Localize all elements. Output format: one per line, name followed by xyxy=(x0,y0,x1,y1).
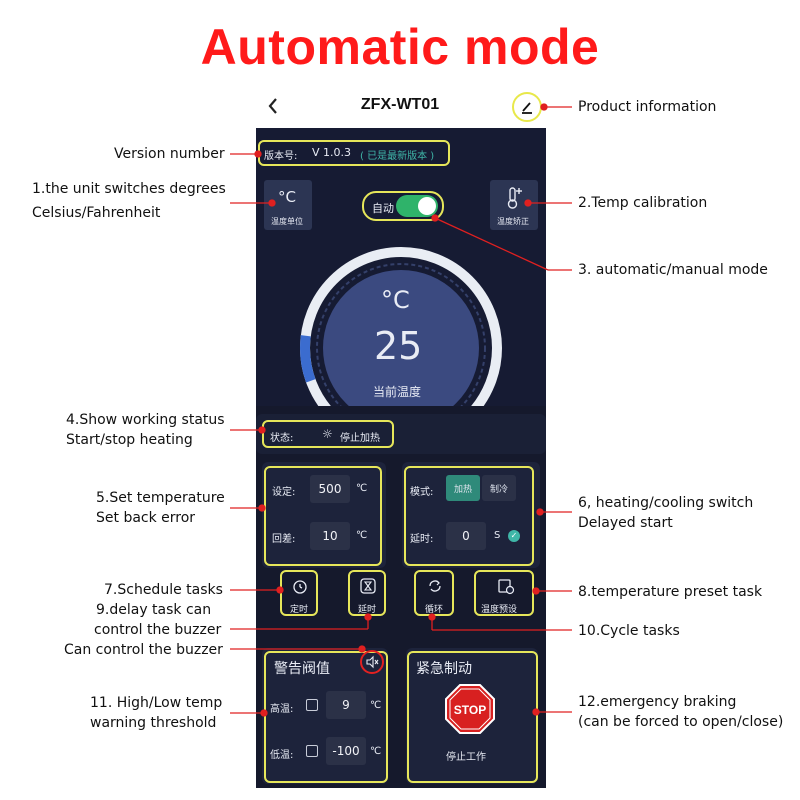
low-temp-label: 低温: xyxy=(270,750,294,761)
timer-button[interactable]: 定时 xyxy=(280,570,318,616)
label-emergency-1: 12.emergency braking xyxy=(578,694,737,710)
label-threshold-1: 11. High/Low temp xyxy=(90,695,223,711)
product-info-button[interactable] xyxy=(512,92,542,122)
label-threshold-2: warning threshold xyxy=(90,715,217,731)
label-schedule: 7.Schedule tasks xyxy=(104,582,223,598)
set-unit: ℃ xyxy=(356,483,368,494)
temperature-preset-button[interactable]: 温度预设 xyxy=(474,570,534,616)
gauge-caption: 当前温度 xyxy=(373,385,422,399)
alarm-clock-icon xyxy=(293,580,307,594)
label-temp-calibration: 2.Temp calibration xyxy=(578,195,708,211)
toggle-highlight xyxy=(362,191,444,221)
cycle-button[interactable]: 循环 xyxy=(414,570,454,616)
alarm-title: 警告阀值 xyxy=(274,661,330,677)
back-arrow-icon[interactable] xyxy=(262,94,286,118)
high-temp-input[interactable]: 9 xyxy=(326,691,366,719)
label-heat-cool-1: 6, heating/cooling switch xyxy=(578,495,754,511)
label-unit-switch-2: Celsius/Fahrenheit xyxy=(32,205,161,221)
cool-mode-button[interactable]: 制冷 xyxy=(482,475,516,501)
delay-unit: S xyxy=(494,530,501,541)
high-temp-label: 高温: xyxy=(270,704,294,715)
emergency-caption: 停止工作 xyxy=(446,752,486,763)
edit-icon xyxy=(522,102,532,114)
set-temperature-input[interactable]: 500 xyxy=(310,475,350,503)
label-working-status-1: 4.Show working status xyxy=(66,412,225,428)
emergency-title: 紧急制动 xyxy=(416,661,472,677)
cycle-icon xyxy=(429,580,441,592)
label-working-status-2: Start/stop heating xyxy=(66,432,193,448)
label-product-info: Product information xyxy=(578,99,717,115)
thermometer-plus-icon xyxy=(507,187,522,209)
label-preset: 8.temperature preset task xyxy=(578,584,763,600)
calendar-clock-icon xyxy=(498,579,515,595)
stop-sign-icon[interactable]: STOP xyxy=(444,683,496,735)
delay-task-button[interactable]: 延时 xyxy=(348,570,386,616)
gauge-unit: °C xyxy=(381,286,410,314)
preset-label: 温度预设 xyxy=(481,605,518,615)
high-temp-checkbox[interactable] xyxy=(306,699,318,711)
low-temp-input[interactable]: -100 xyxy=(326,737,366,765)
stop-sign-text: STOP xyxy=(454,703,486,717)
mode-label: 模式: xyxy=(410,487,434,498)
label-heat-cool-2: Delayed start xyxy=(578,515,673,531)
status-highlight xyxy=(262,420,394,448)
auto-label: 自动 xyxy=(372,202,394,215)
label-auto-manual: 3. automatic/manual mode xyxy=(578,262,768,278)
low-temp-checkbox[interactable] xyxy=(306,745,318,757)
label-version-number: Version number xyxy=(114,146,225,162)
setpoint-highlight xyxy=(264,466,382,566)
mode-highlight xyxy=(404,466,534,566)
back-error-input[interactable]: 10 xyxy=(310,522,350,550)
version-label: 版本号: xyxy=(264,151,298,162)
emergency-highlight xyxy=(407,651,538,783)
set-label: 设定: xyxy=(272,487,296,498)
alarm-highlight xyxy=(264,651,388,783)
app-screen: 版本号: V 1.0.3 ( 已是最新版本 ) °C 温度单位 温度矫正 自动 … xyxy=(256,128,546,788)
label-unit-switch-1: 1.the unit switches degrees xyxy=(32,181,226,197)
label-cycle-tasks: 10.Cycle tasks xyxy=(578,623,680,639)
speaker-mute-icon xyxy=(366,655,379,669)
auto-manual-toggle[interactable] xyxy=(396,195,438,217)
status-label: 状态: xyxy=(270,433,294,444)
label-delay-task-2: control the buzzer xyxy=(94,622,222,638)
timer-label: 定时 xyxy=(290,605,309,615)
diff-unit: ℃ xyxy=(356,530,368,541)
version-number: V 1.0.3 xyxy=(312,146,352,159)
sun-icon: ☼ xyxy=(322,427,333,441)
toggle-knob xyxy=(418,197,436,215)
label-emergency-2: (can be forced to open/close) xyxy=(578,714,784,730)
status-value: 停止加热 xyxy=(340,433,380,444)
heat-mode-button[interactable]: 加热 xyxy=(446,475,480,501)
low-temp-unit: ℃ xyxy=(370,746,382,757)
current-temperature-value: 25 xyxy=(374,324,423,368)
check-icon[interactable]: ✓ xyxy=(508,530,520,542)
label-set-temp-2: Set back error xyxy=(96,510,196,526)
label-delay-task-1: 9.delay task can xyxy=(96,602,212,618)
delay-task-label: 延时 xyxy=(358,605,377,615)
diff-label: 回差: xyxy=(272,534,296,545)
label-buzzer: Can control the buzzer xyxy=(64,642,223,658)
label-set-temp-1: 5.Set temperature xyxy=(96,490,225,506)
unit-caption: 温度单位 xyxy=(271,217,303,226)
temperature-gauge xyxy=(300,247,502,406)
unit-switch-tile[interactable]: °C 温度单位 xyxy=(264,180,312,230)
high-temp-unit: ℃ xyxy=(370,700,382,711)
celsius-icon: °C xyxy=(278,188,296,206)
delay-start-input[interactable]: 0 xyxy=(446,522,486,550)
version-status: ( 已是最新版本 ) xyxy=(360,151,435,162)
device-title: ZFX-WT01 xyxy=(360,96,440,113)
delay-label: 延时: xyxy=(410,534,434,545)
page-title: Automatic mode xyxy=(200,19,600,75)
buzzer-toggle[interactable] xyxy=(360,650,384,674)
cycle-label: 循环 xyxy=(425,605,444,615)
hourglass-icon xyxy=(360,578,376,594)
